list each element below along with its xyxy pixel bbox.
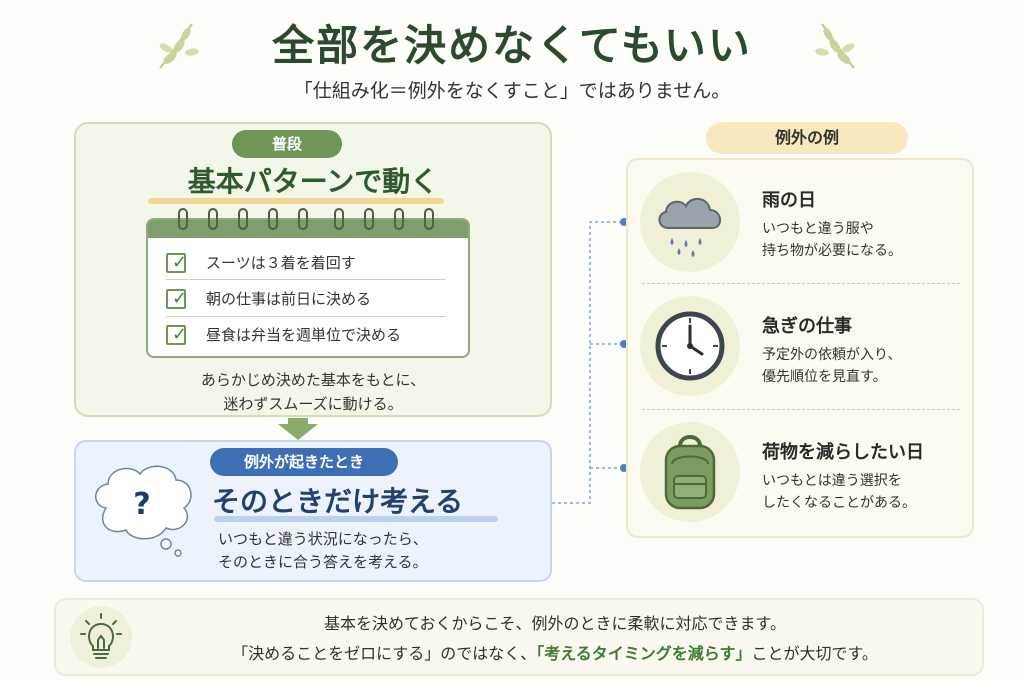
example-description-line2: 優先順位を見直す。 bbox=[762, 369, 887, 385]
summary-line2-pre: 「決めることをゼロにする」のではなく、 bbox=[232, 644, 537, 663]
example-description: 予定外の依頼が入り、 優先順位を見直す。 bbox=[762, 344, 901, 388]
notebook-ring-icon bbox=[334, 208, 344, 230]
page-title: 全部を決めなくてもいい bbox=[272, 21, 752, 70]
normal-heading-underline bbox=[148, 198, 444, 204]
example-title: 雨の日 bbox=[762, 190, 816, 211]
question-mark-icon: ? bbox=[133, 487, 150, 522]
notebook-ring-icon bbox=[298, 208, 308, 230]
exception-description-line2: そのときに合う答えを考える。 bbox=[218, 553, 428, 571]
notebook-ring-icon bbox=[364, 208, 374, 230]
checklist-divider bbox=[166, 279, 446, 280]
notebook-ring-icon bbox=[208, 208, 218, 230]
example-description-line2: 持ち物が必要になる。 bbox=[762, 243, 902, 259]
exception-description-line1: いつもと違う状況になったら、 bbox=[218, 530, 428, 548]
checklist-item-text: 昼食は弁当を週単位で決める bbox=[206, 326, 402, 344]
normal-description-line2: 迷わずスムーズに動ける。 bbox=[223, 395, 403, 413]
thought-bubble-icon: ? bbox=[95, 465, 192, 557]
checklist-divider bbox=[166, 316, 446, 317]
leaf-sprig-left-icon bbox=[159, 23, 199, 69]
checkbox-icon: ✓ bbox=[166, 324, 187, 345]
summary-highlight: 「考えるタイミングを減らす」 bbox=[536, 644, 752, 663]
summary-line2-post: ことが大切です。 bbox=[751, 644, 878, 663]
exception-heading-underline bbox=[214, 516, 498, 522]
examples-badge: 例外の例 bbox=[706, 122, 908, 154]
exception-badge: 例外が起きたとき bbox=[210, 448, 398, 476]
example-description-line1: いつもと違う服や bbox=[762, 221, 874, 237]
example-description-line2: したくなることがある。 bbox=[762, 495, 916, 511]
normal-badge: 普段 bbox=[232, 130, 342, 158]
checkbox-icon: ✓ bbox=[166, 252, 187, 273]
notebook-ring-icon bbox=[424, 208, 434, 230]
examples-divider bbox=[642, 409, 960, 410]
arrow-down-icon bbox=[278, 418, 318, 440]
normal-heading: 基本パターンで動く bbox=[187, 165, 439, 198]
checklist-notebook bbox=[146, 218, 470, 358]
example-title: 荷物を減らしたい日 bbox=[762, 442, 924, 463]
checklist-item: ✓ 昼食は弁当を週単位で決める bbox=[166, 322, 446, 350]
leaf-sprig-right-icon bbox=[815, 23, 855, 69]
backpack-icon bbox=[664, 435, 716, 510]
example-title: 急ぎの仕事 bbox=[762, 316, 852, 337]
normal-description-line1: あらかじめ決めた基本をもとに、 bbox=[200, 371, 426, 389]
examples-divider bbox=[642, 283, 960, 284]
notebook-ring-icon bbox=[178, 208, 188, 230]
checkbox-icon: ✓ bbox=[166, 288, 187, 309]
summary-banner bbox=[54, 598, 984, 676]
notebook-ring-icon bbox=[268, 208, 278, 230]
summary-line1: 基本を決めておくからこそ、例外のときに柔軟に対応できます。 bbox=[324, 614, 786, 633]
checklist-item-text: スーツは３着を着回す bbox=[206, 254, 356, 272]
example-description: いつもとは違う選択を したくなることがある。 bbox=[762, 470, 916, 514]
normal-description: あらかじめ決めた基本をもとに、 迷わずスムーズに動ける。 bbox=[74, 368, 552, 416]
exception-description: いつもと違う状況になったら、 そのときに合う答えを考える。 bbox=[218, 528, 428, 574]
lightbulb-icon bbox=[80, 613, 122, 659]
checklist-item: ✓ スーツは３着を着回す bbox=[166, 250, 446, 278]
page-subtitle: 「仕組み化＝例外をなくすこと」ではありません。 bbox=[293, 80, 731, 102]
checklist-item: ✓ 朝の仕事は前日に決める bbox=[166, 286, 446, 314]
rain-cloud-icon bbox=[658, 198, 721, 257]
example-description-line1: 予定外の依頼が入り、 bbox=[762, 347, 902, 363]
clock-icon bbox=[655, 311, 725, 381]
notebook-ring-icon bbox=[238, 208, 248, 230]
checklist-item-text: 朝の仕事は前日に決める bbox=[206, 290, 372, 308]
example-description-line1: いつもとは違う選択を bbox=[762, 473, 902, 489]
notebook-ring-icon bbox=[394, 208, 404, 230]
summary-line2: 「決めることをゼロにする」のではなく、「考えるタイミングを減らす」ことが大切です… bbox=[140, 640, 970, 664]
exception-heading: そのときだけ考える bbox=[212, 485, 464, 518]
example-description: いつもと違う服や 持ち物が必要になる。 bbox=[762, 218, 902, 262]
notebook-header-bar bbox=[148, 220, 468, 238]
